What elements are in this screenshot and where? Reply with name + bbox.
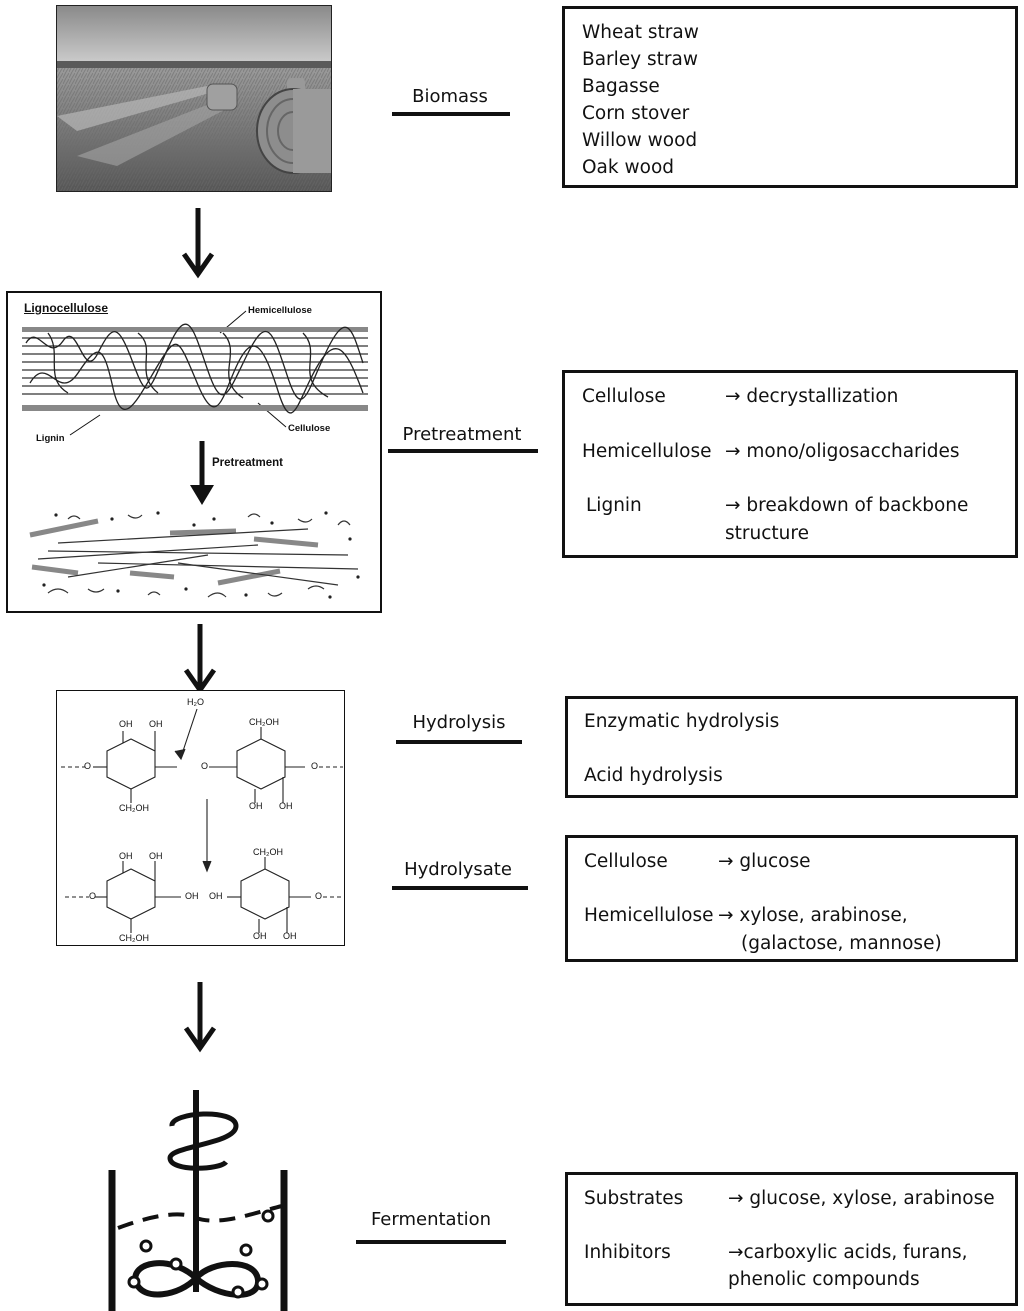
hydrolysis-item: Acid hydrolysis xyxy=(584,765,723,786)
oh-label: OH xyxy=(209,891,223,901)
o-label: O xyxy=(89,891,97,901)
hydrolysate-row-effect: → glucose xyxy=(718,851,811,872)
biomass-item: Barley straw xyxy=(582,49,698,70)
pretreatment-row-effect: → mono/oligosaccharides xyxy=(725,441,960,462)
lignocellulose-figure: Lignocellulose Hemicellulose Cellulose L… xyxy=(6,291,382,613)
hydrolysate-underline xyxy=(392,886,528,890)
hydrolysate-row-name: Cellulose xyxy=(584,851,668,872)
lignocellulose-title: Lignocellulose xyxy=(24,301,109,315)
biomass-item: Oak wood xyxy=(582,157,675,178)
o-label: O xyxy=(315,891,323,901)
pretreatment-underline xyxy=(388,449,538,453)
ch2oh-label: CH₂OH xyxy=(249,717,279,727)
oh-label: OH xyxy=(283,931,297,941)
biomass-label: Biomass xyxy=(412,86,488,107)
pretreatment-row-effect: → decrystallization xyxy=(725,386,899,407)
ch2oh-label: CH₂OH xyxy=(253,847,283,857)
biomass-box: Wheat straw Barley straw Bagasse Corn st… xyxy=(562,6,1018,188)
down-arrow-icon xyxy=(183,624,217,695)
water-label: H₂O xyxy=(187,697,204,707)
oh-label: OH xyxy=(279,801,293,811)
ch2oh-label: CH₂OH xyxy=(119,803,149,813)
pretreatment-row-name: Cellulose xyxy=(582,386,666,407)
fermentation-row-name: Inhibitors xyxy=(584,1242,671,1263)
o-label: O xyxy=(84,761,92,771)
o-label: O xyxy=(201,761,209,771)
down-arrow-icon xyxy=(181,208,215,279)
hydrolysis-item: Enzymatic hydrolysis xyxy=(584,711,780,732)
bioreactor-icon xyxy=(108,1090,288,1311)
hydrolysate-box: Cellulose → glucose Hemicellulose → xylo… xyxy=(565,835,1018,962)
biomass-item: Wheat straw xyxy=(582,22,699,43)
hydrolysis-box: Enzymatic hydrolysis Acid hydrolysis xyxy=(565,696,1018,798)
oh-label: OH xyxy=(149,851,163,861)
oh-label: OH xyxy=(119,719,133,729)
hydrolysis-label: Hydrolysis xyxy=(412,712,506,733)
lignin-label: Lignin xyxy=(36,433,65,444)
hemicellulose-label: Hemicellulose xyxy=(248,305,312,316)
fermentation-row-effect: → glucose, xylose, arabinose xyxy=(728,1188,995,1209)
ch2oh-label: CH₂OH xyxy=(119,933,149,943)
down-arrow-icon xyxy=(183,982,217,1053)
biomass-underline xyxy=(392,112,510,116)
fermentation-underline xyxy=(356,1240,506,1244)
pretreatment-row-name: Lignin xyxy=(586,495,642,516)
biomass-photo xyxy=(56,5,332,192)
o-label: O xyxy=(311,761,319,771)
oh-label: OH xyxy=(185,891,199,901)
hydrolysis-figure: H₂O OH OH CH₂OH CH₂OH O O O OH OH OH OH … xyxy=(56,690,345,946)
hydrolysate-row-effect-cont: (galactose, mannose) xyxy=(741,933,942,954)
fermentation-box: Substrates → glucose, xylose, arabinose … xyxy=(565,1172,1018,1306)
hydrolysate-row-name: Hemicellulose xyxy=(584,905,714,926)
pretreatment-row-effect: → breakdown of backbone xyxy=(725,495,969,516)
pretreatment-box: Cellulose → decrystallization Hemicellul… xyxy=(562,370,1018,558)
pretreatment-arrow-label: Pretreatment xyxy=(212,457,283,469)
biomass-item: Bagasse xyxy=(582,76,660,97)
fermentation-label: Fermentation xyxy=(370,1209,492,1230)
fermentation-row-effect-cont: phenolic compounds xyxy=(728,1269,920,1290)
fermentation-row-name: Substrates xyxy=(584,1188,684,1209)
fermentation-row-effect: →carboxylic acids, furans, xyxy=(728,1242,968,1263)
pretreatment-row-effect-cont: structure xyxy=(725,523,809,544)
cellulose-label: Cellulose xyxy=(288,423,331,434)
oh-label: OH xyxy=(149,719,163,729)
oh-label: OH xyxy=(249,801,263,811)
oh-label: OH xyxy=(119,851,133,861)
pretreatment-row-name: Hemicellulose xyxy=(582,441,712,462)
oh-label: OH xyxy=(253,931,267,941)
hydrolysate-label: Hydrolysate xyxy=(404,859,512,880)
pretreatment-label: Pretreatment xyxy=(402,424,522,445)
hydrolysis-underline xyxy=(396,740,522,744)
biomass-item: Corn stover xyxy=(582,103,690,124)
biomass-item: Willow wood xyxy=(582,130,698,151)
hydrolysate-row-effect: → xylose, arabinose, xyxy=(718,905,908,926)
